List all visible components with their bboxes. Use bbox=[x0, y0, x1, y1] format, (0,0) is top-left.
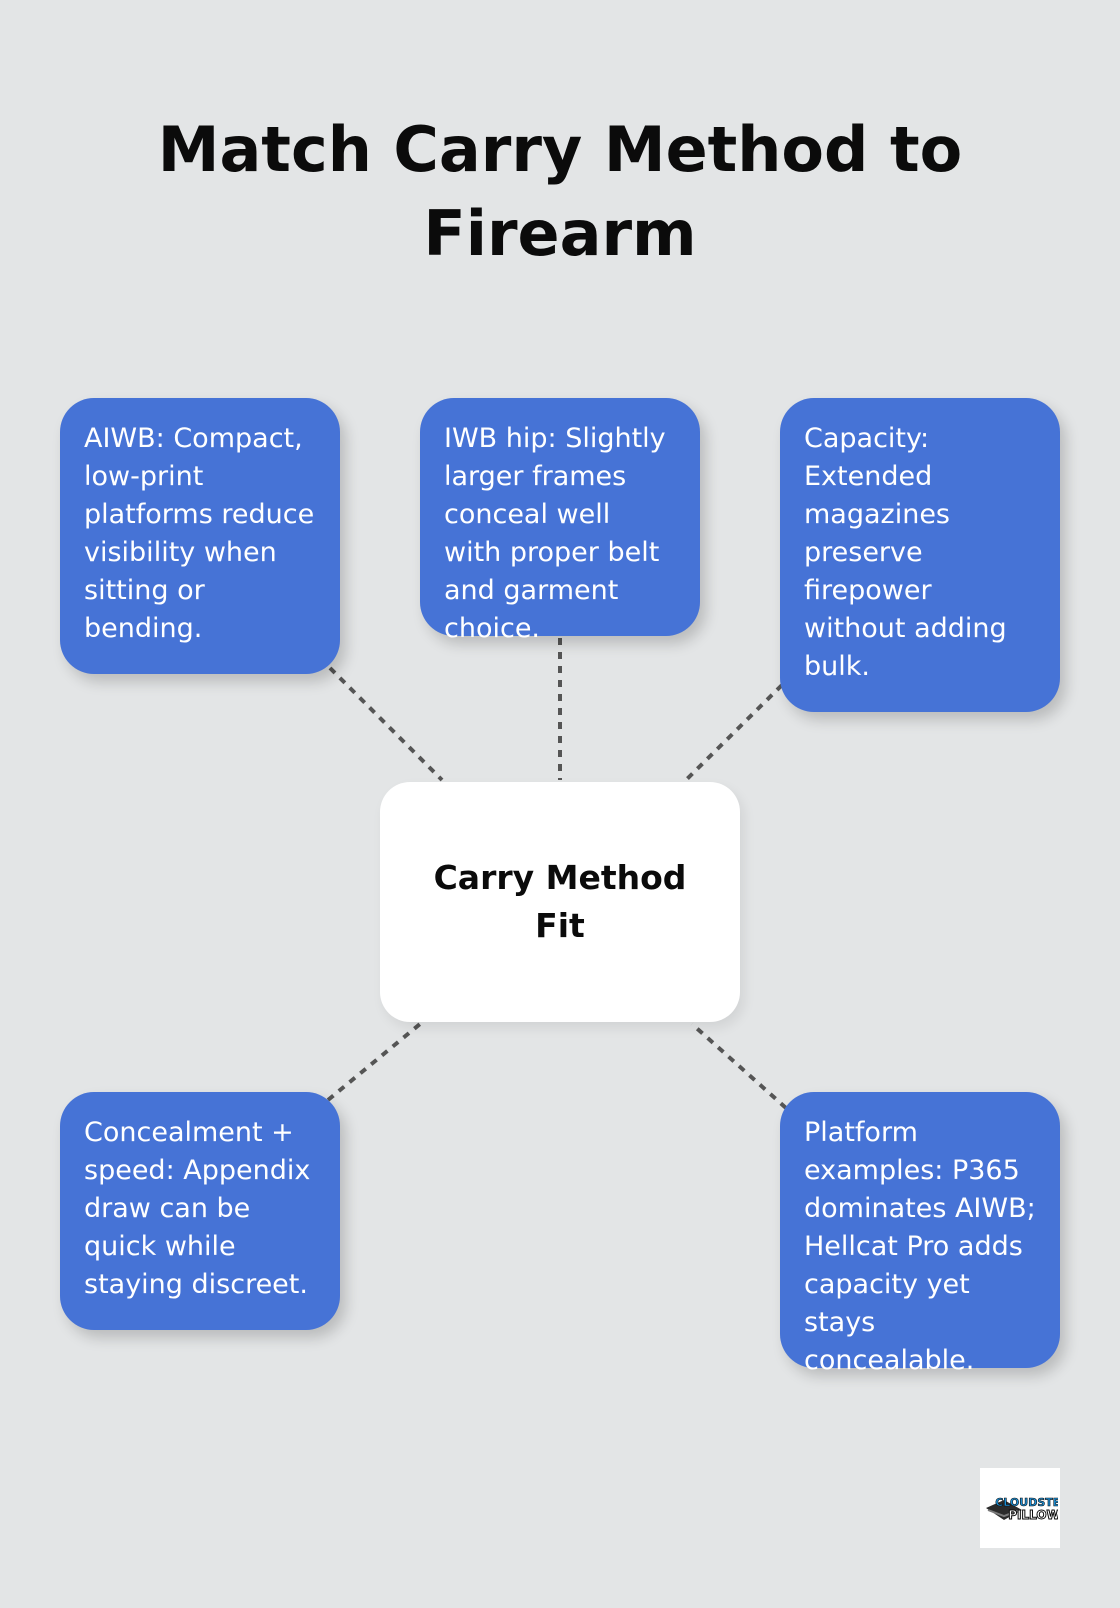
connector-platform bbox=[690, 1022, 788, 1110]
node-aiwb: AIWB: Compact, low-print platforms reduc… bbox=[60, 398, 340, 674]
node-iwb-hip-text: IWB hip: Slightly larger frames conceal … bbox=[444, 423, 666, 644]
logo-text-line2: PILLOW bbox=[1008, 1508, 1058, 1522]
node-platform-examples-text: Platform examples: P365 dominates AIWB; … bbox=[804, 1117, 1036, 1376]
center-node: Carry Method Fit bbox=[380, 782, 740, 1022]
brand-logo: CLOUDSTER PILLOW bbox=[980, 1468, 1060, 1548]
pillow-logo-icon: CLOUDSTER PILLOW bbox=[986, 1496, 1058, 1523]
node-concealment-speed-text: Concealment + speed: Appendix draw can b… bbox=[84, 1117, 311, 1300]
node-capacity-text: Capacity: Extended magazines preserve fi… bbox=[804, 423, 1007, 682]
connector-aiwb bbox=[328, 666, 444, 782]
page-title: Match Carry Method to Firearm bbox=[157, 113, 963, 270]
node-capacity: Capacity: Extended magazines preserve fi… bbox=[780, 398, 1060, 712]
node-aiwb-text: AIWB: Compact, low-print platforms reduc… bbox=[84, 423, 315, 644]
connector-concealment bbox=[326, 1022, 422, 1102]
node-concealment-speed: Concealment + speed: Appendix draw can b… bbox=[60, 1092, 340, 1330]
logo-text-line1: CLOUDSTER bbox=[995, 1496, 1058, 1509]
node-iwb-hip: IWB hip: Slightly larger frames conceal … bbox=[420, 398, 700, 644]
node-platform-examples: Platform examples: P365 dominates AIWB; … bbox=[780, 1092, 1060, 1376]
connector-capacity bbox=[684, 683, 784, 782]
center-node-label: Carry Method Fit bbox=[433, 858, 687, 945]
